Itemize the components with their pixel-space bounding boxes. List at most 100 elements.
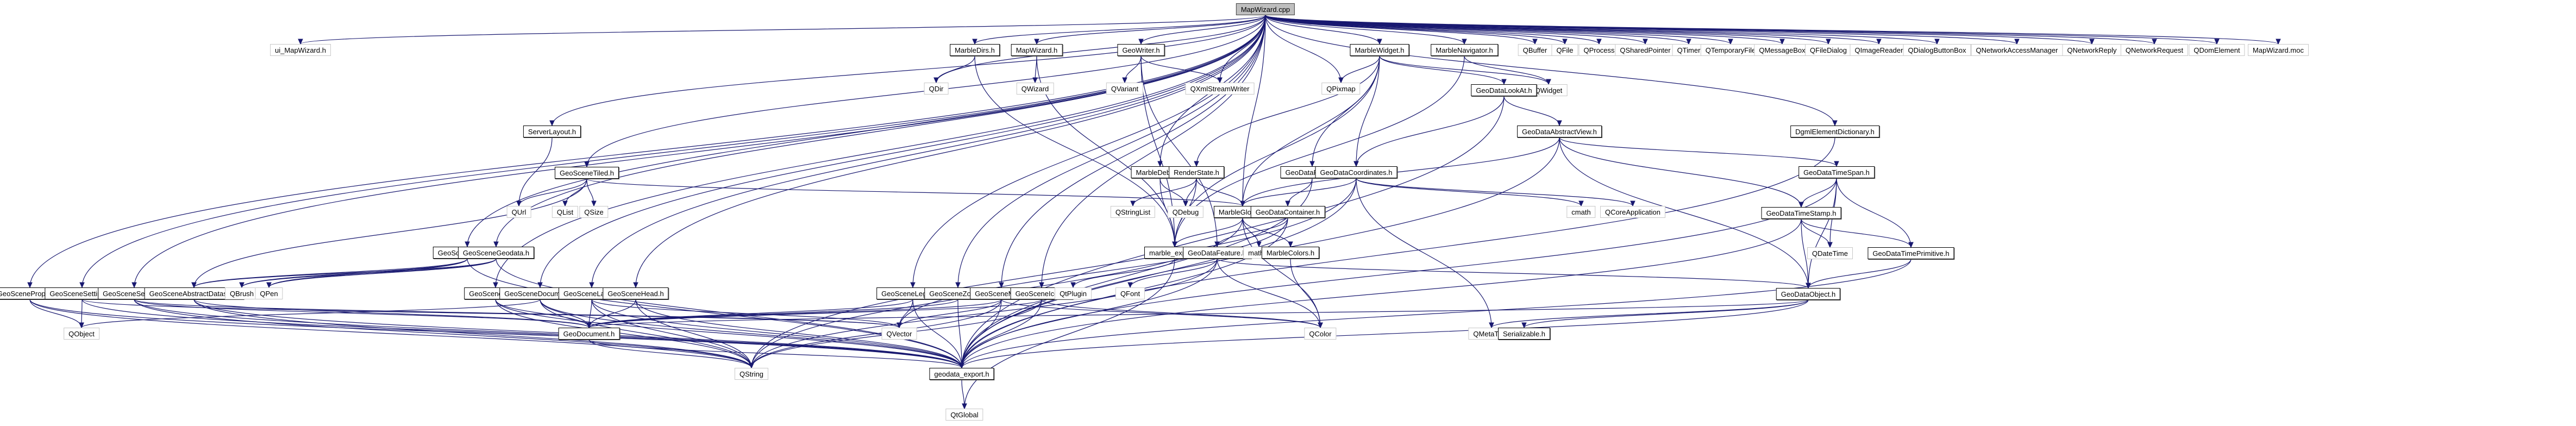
arrowhead-icon: [1779, 39, 1785, 45]
graph-node-marblecolors[interactable]: MarbleColors.h: [1261, 247, 1320, 259]
graph-node-geodatatimeprimitive[interactable]: GeoDataTimePrimitive.h: [1867, 247, 1954, 259]
graph-node-qtplugin: QtPlugin: [1055, 287, 1092, 299]
arrowhead-icon: [2014, 39, 2020, 45]
edge-geosceneitem-to-geodocument: [495, 299, 590, 328]
edge-geodatatimestamp-to-geodataobject: [1801, 218, 1809, 289]
graph-node-serverlayout[interactable]: ServerLayout.h: [523, 126, 581, 137]
graph-node-qdatetime: QDateTime: [1807, 247, 1853, 259]
arrowhead-icon: [1288, 241, 1293, 248]
edge-root-to-geoscenesettings: [82, 15, 1266, 288]
edge-geodatatimestamp-to-geodatatimeprimitive: [1801, 218, 1911, 248]
edge-geosceneitem-to-qstring: [495, 299, 752, 368]
edge-marblewidget-to-geodatacoordinates: [1356, 55, 1380, 167]
edge-root-to-geoscenehead: [635, 15, 1266, 288]
graph-node-qnetworkreply: QNetworkReply: [2062, 44, 2122, 56]
graph-node-geodata_export[interactable]: geodata_export.h: [929, 368, 994, 380]
arrowhead-icon: [191, 282, 197, 289]
edge-geodatafeature-to-qcolor: [1217, 258, 1321, 328]
arrowhead-icon: [589, 282, 594, 289]
graph-node-marbledirs[interactable]: MarbleDirs.h: [950, 44, 1000, 56]
graph-node-mapwizardmoc: MapWizard.moc: [2248, 44, 2309, 56]
graph-node-renderstate[interactable]: RenderState.h: [1169, 166, 1224, 178]
graph-node-qbuffer: QBuffer: [1518, 44, 1552, 56]
graph-node-geodatatimestamp[interactable]: GeoDataTimeStamp.h: [1761, 207, 1841, 219]
arrowhead-icon: [586, 322, 592, 329]
edge-geodatafeature-to-geodataobject: [1217, 258, 1809, 289]
graph-node-geodatalookat[interactable]: GeoDataLookAt.h: [1471, 84, 1537, 96]
graph-node-qprocess: QProcess: [1578, 44, 1620, 56]
edge-geodatatimestamp-to-geodata_export: [961, 218, 1802, 368]
edge-root-to-mapwizardh: [1036, 15, 1266, 45]
edge-geoscenesection-to-qvector: [134, 299, 900, 328]
graph-node-qbrush: QBrush: [224, 287, 259, 299]
graph-node-geodataabstractview[interactable]: GeoDataAbstractView.h: [1517, 126, 1602, 137]
graph-node-marblewidget[interactable]: MarbleWidget.h: [1350, 44, 1409, 56]
arrowhead-icon: [910, 282, 916, 289]
edge-marbledebug-to-marble_export: [1159, 178, 1175, 247]
edge-root-to-geoscenegeodata: [496, 15, 1266, 247]
graph-node-geosceneabstractdataset[interactable]: GeoSceneAbstractDataset.h: [144, 287, 244, 299]
edge-geodatafeature-to-qfont: [1130, 258, 1218, 288]
graph-node-geodataobject[interactable]: GeoDataObject.h: [1776, 288, 1841, 300]
edge-marbleglobal-to-marble_export: [1174, 217, 1243, 247]
graph-node-geowriter[interactable]: GeoWriter.h: [1117, 44, 1165, 56]
graph-node-qlist: QList: [551, 206, 579, 218]
graph-node-qfile: QFile: [1551, 44, 1578, 56]
graph-node-dgmlelementdictionary[interactable]: DgmlElementDictionary.h: [1790, 126, 1879, 137]
edge-geoscenevector-to-geodata_export: [467, 258, 962, 368]
arrowhead-icon: [962, 403, 967, 410]
edge-geodatatimeprimitive-to-geodata_export: [961, 259, 1911, 368]
graph-node-qwizard: QWizard: [1016, 83, 1054, 95]
edge-geodatacoordinates-to-geodata_export: [961, 178, 1357, 368]
graph-node-geoscenegeodata[interactable]: GeoSceneGeodata.h: [457, 247, 535, 259]
graph-node-root[interactable]: MapWizard.cpp: [1236, 3, 1295, 15]
edge-geoscenevector-to-geosceneabstractdataset: [193, 258, 468, 288]
graph-node-geodatacontainer[interactable]: GeoDataContainer.h: [1250, 206, 1325, 218]
edge-geoscenedocument-to-geodocument: [540, 299, 590, 328]
arrowhead-icon: [1501, 79, 1507, 85]
graph-node-qnetworkrequest: QNetworkRequest: [2120, 44, 2189, 56]
graph-node-geoscenetiled[interactable]: GeoSceneTiled.h: [555, 167, 619, 179]
edge-root-to-qnetworkreply: [1265, 15, 2092, 45]
arrowhead-icon: [591, 201, 597, 207]
graph-node-geodatatimespan[interactable]: GeoDataTimeSpan.h: [1798, 166, 1875, 178]
arrowhead-icon: [1034, 39, 1039, 45]
edge-geowriter-to-geodatafeature: [1140, 55, 1218, 247]
arrowhead-icon: [1834, 161, 1839, 167]
arrowhead-icon: [2214, 39, 2220, 45]
arrowhead-icon: [1070, 282, 1076, 289]
arrowhead-icon: [933, 77, 939, 84]
arrowhead-icon: [465, 241, 470, 248]
graph-node-geodatacoordinates[interactable]: GeoDataCoordinates.h: [1315, 166, 1397, 178]
arrowhead-icon: [1596, 39, 1602, 45]
edge-geoscenezoom-to-geodata_export: [957, 299, 962, 368]
graph-node-qstringlist: QStringList: [1110, 206, 1156, 218]
edge-geodatacoordinates-to-qmetatype: [1356, 178, 1492, 328]
arrowhead-icon: [1194, 161, 1199, 167]
graph-node-mapwizardh[interactable]: MapWizard.h: [1011, 44, 1063, 56]
edge-marble_export-to-qtplugin: [1073, 258, 1175, 288]
arrowhead-icon: [633, 282, 638, 289]
graph-node-marblenavigator[interactable]: MarbleNavigator.h: [1431, 44, 1498, 56]
edge-geosceneicon-to-geodata_export: [961, 299, 1042, 368]
graph-node-geodatafeature[interactable]: GeoDataFeature.h: [1183, 247, 1251, 259]
arrowhead-icon: [1172, 241, 1177, 248]
edge-geosceneicon-to-geodocument: [588, 299, 1042, 328]
arrowhead-icon: [562, 201, 568, 207]
edge-geodataabstractview-to-marbleglobal: [1242, 137, 1560, 206]
edge-root-to-geoscenelayer: [591, 15, 1266, 288]
arrowhead-icon: [1521, 322, 1527, 329]
graph-node-geoscenehead[interactable]: GeoSceneHead.h: [603, 287, 669, 299]
edge-geoscenegeodata-to-qpen: [268, 258, 497, 288]
edge-geoscenesection-to-geodocument: [134, 299, 590, 328]
arrowhead-icon: [1630, 201, 1635, 207]
arrowhead-icon: [1798, 202, 1804, 208]
arrowhead-icon: [1256, 241, 1262, 248]
arrowhead-icon: [2276, 39, 2281, 45]
edge-geodocument-to-geodata_export: [588, 339, 962, 368]
graph-node-cmath: cmath: [1566, 206, 1596, 218]
graph-node-geodocument[interactable]: GeoDocument.h: [558, 328, 620, 340]
edge-root-to-qprocess: [1265, 15, 1600, 45]
arrowhead-icon: [1127, 282, 1133, 289]
graph-node-serializable[interactable]: Serializable.h: [1497, 328, 1551, 340]
